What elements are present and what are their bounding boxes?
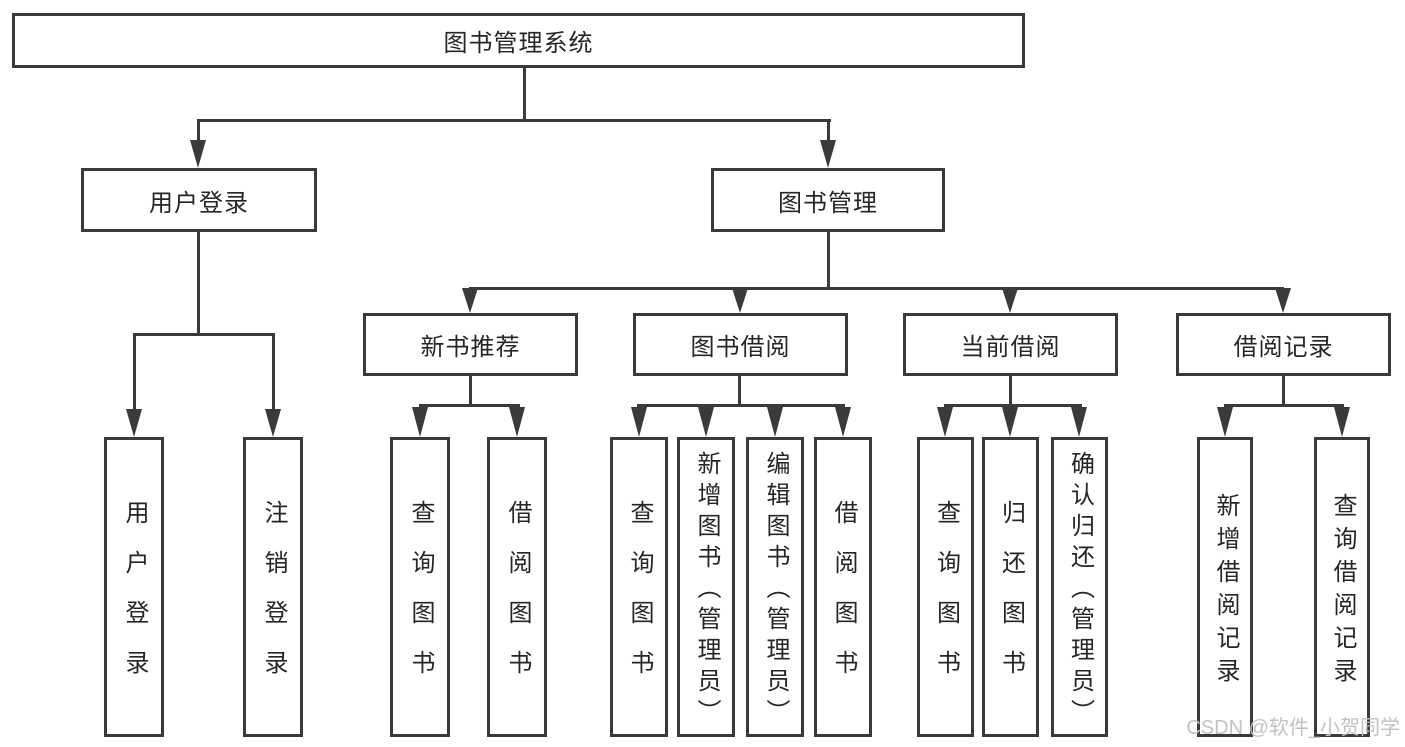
leaf-recommend-borrow-book-label: 借阅图书 bbox=[504, 500, 531, 700]
leaf-borrow-edit-book-admin-label: 编辑图书（管理员） bbox=[762, 451, 789, 730]
connector-line bbox=[133, 336, 136, 411]
node-root: 图书管理系统 bbox=[12, 13, 1025, 68]
leaf-user-login-label: 用户登录 bbox=[121, 500, 148, 700]
node-user-login: 用户登录 bbox=[81, 168, 317, 232]
leaf-recommend-borrow-book: 借阅图书 bbox=[487, 437, 547, 737]
leaf-borrow-edit-book-admin: 编辑图书（管理员） bbox=[746, 437, 804, 737]
arrow-down-icon bbox=[1002, 407, 1018, 437]
leaf-current-query-book: 查询图书 bbox=[917, 437, 974, 737]
connector-line bbox=[1009, 376, 1012, 407]
node-new-book-recommend-label: 新书推荐 bbox=[420, 334, 521, 361]
leaf-current-return-book: 归还图书 bbox=[982, 437, 1039, 737]
arrow-down-icon bbox=[1217, 407, 1233, 437]
leaf-borrow-borrow-book-label: 借阅图书 bbox=[830, 500, 857, 700]
leaf-recommend-query-book-label: 查询图书 bbox=[407, 500, 434, 700]
connector-line bbox=[469, 287, 1284, 290]
leaf-current-query-book-label: 查询图书 bbox=[932, 500, 960, 700]
node-borrow-records: 借阅记录 bbox=[1176, 313, 1391, 376]
connector-line bbox=[738, 376, 741, 407]
arrow-down-icon bbox=[126, 409, 142, 437]
leaf-current-return-book-label: 归还图书 bbox=[997, 500, 1025, 700]
leaf-borrow-query-book: 查询图书 bbox=[610, 437, 668, 737]
connector-line bbox=[469, 376, 472, 407]
connector-line bbox=[944, 404, 1082, 407]
arrow-down-icon bbox=[732, 288, 748, 313]
node-root-label: 图书管理系统 bbox=[443, 30, 594, 57]
leaf-records-add-record-label: 新增借阅记录 bbox=[1212, 492, 1239, 691]
arrow-down-icon bbox=[509, 407, 525, 437]
connector-line bbox=[827, 121, 830, 143]
leaf-borrow-add-book-admin-label: 新增图书（管理员） bbox=[693, 451, 720, 730]
node-new-book-recommend: 新书推荐 bbox=[363, 313, 578, 376]
leaf-records-query-record-label: 查询借阅记录 bbox=[1329, 492, 1356, 691]
arrow-down-icon bbox=[1334, 407, 1350, 437]
arrow-down-icon bbox=[265, 409, 281, 437]
arrow-down-icon bbox=[462, 288, 478, 313]
arrow-down-icon bbox=[1002, 288, 1018, 313]
node-book-borrow: 图书借阅 bbox=[633, 313, 848, 376]
leaf-user-login: 用户登录 bbox=[104, 437, 164, 737]
connector-line bbox=[197, 119, 831, 122]
node-book-management: 图书管理 bbox=[711, 168, 945, 232]
node-current-borrow: 当前借阅 bbox=[903, 313, 1118, 376]
connector-line bbox=[1282, 376, 1285, 407]
connector-line bbox=[197, 121, 200, 143]
connector-line bbox=[637, 404, 845, 407]
leaf-borrow-query-book-label: 查询图书 bbox=[626, 500, 653, 700]
arrow-down-icon bbox=[1071, 407, 1087, 437]
arrow-down-icon bbox=[1275, 288, 1291, 313]
arrow-down-icon bbox=[767, 407, 783, 437]
arrow-down-icon bbox=[190, 140, 206, 168]
arrow-down-icon bbox=[412, 407, 428, 437]
leaf-recommend-query-book: 查询图书 bbox=[390, 437, 450, 737]
connector-line bbox=[827, 232, 830, 290]
connector-line bbox=[523, 68, 526, 121]
arrow-down-icon bbox=[820, 140, 836, 168]
leaf-records-add-record: 新增借阅记录 bbox=[1197, 437, 1253, 737]
node-book-borrow-label: 图书借阅 bbox=[690, 334, 791, 361]
arrow-down-icon bbox=[631, 407, 647, 437]
leaf-current-confirm-return-admin: 确认归还（管理员） bbox=[1051, 437, 1108, 737]
node-borrow-records-label: 借阅记录 bbox=[1233, 334, 1334, 361]
connector-line bbox=[197, 232, 200, 336]
leaf-borrow-add-book-admin: 新增图书（管理员） bbox=[677, 437, 735, 737]
arrow-down-icon bbox=[835, 407, 851, 437]
node-current-borrow-label: 当前借阅 bbox=[960, 334, 1061, 361]
arrow-down-icon bbox=[698, 407, 714, 437]
arrow-down-icon bbox=[937, 407, 953, 437]
connector-line bbox=[419, 404, 520, 407]
node-user-login-label: 用户登录 bbox=[149, 189, 249, 217]
connector-line bbox=[1224, 404, 1344, 407]
node-book-management-label: 图书管理 bbox=[778, 189, 878, 217]
leaf-records-query-record: 查询借阅记录 bbox=[1314, 437, 1370, 737]
connector-line bbox=[272, 336, 275, 411]
connector-line bbox=[133, 333, 275, 336]
leaf-user-logout-label: 注销登录 bbox=[260, 500, 287, 700]
leaf-borrow-borrow-book: 借阅图书 bbox=[814, 437, 872, 737]
leaf-user-logout: 注销登录 bbox=[243, 437, 303, 737]
leaf-current-confirm-return-admin-label: 确认归还（管理员） bbox=[1066, 451, 1094, 730]
csdn-watermark: CSDN @软件_小贺同学 bbox=[1186, 717, 1400, 739]
